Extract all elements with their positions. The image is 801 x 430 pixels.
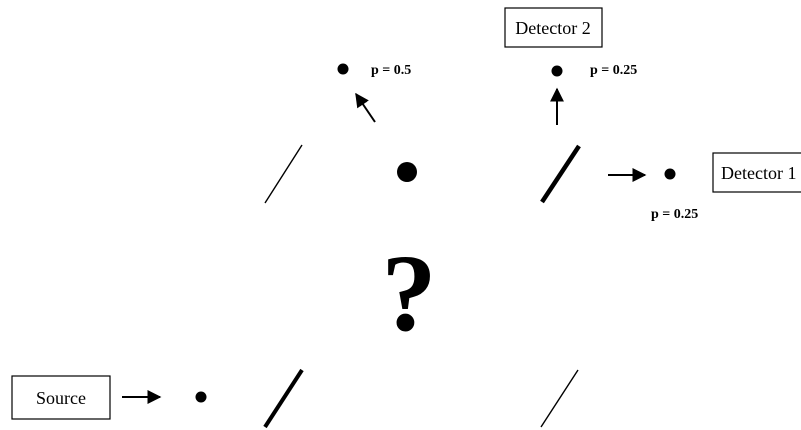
detector-2-label: Detector 2 (515, 18, 590, 38)
mirror-lower-right (540, 369, 579, 428)
detector-1-label: Detector 1 (721, 163, 796, 183)
beam-splitter-upper-right (540, 144, 581, 204)
detector-2-box: Detector 2 (504, 7, 603, 48)
detector-1-box: Detector 1 (712, 152, 801, 193)
probability-upper-left: p = 0.5 (371, 63, 411, 78)
photon-right (664, 168, 676, 180)
mirror-upper-left (264, 144, 303, 204)
arrow-upper-left (355, 92, 376, 123)
photon-upper-left (337, 63, 349, 75)
probability-right: p = 0.25 (651, 207, 698, 222)
source-label: Source (36, 388, 86, 408)
source-box: Source (11, 375, 111, 420)
photon-center (397, 162, 417, 182)
question-mark: ? (382, 232, 437, 354)
probability-upper-right: p = 0.25 (590, 63, 637, 78)
beam-splitter-lower-left (263, 368, 304, 429)
photon-source (195, 391, 207, 403)
photon-upper-right (551, 65, 563, 77)
